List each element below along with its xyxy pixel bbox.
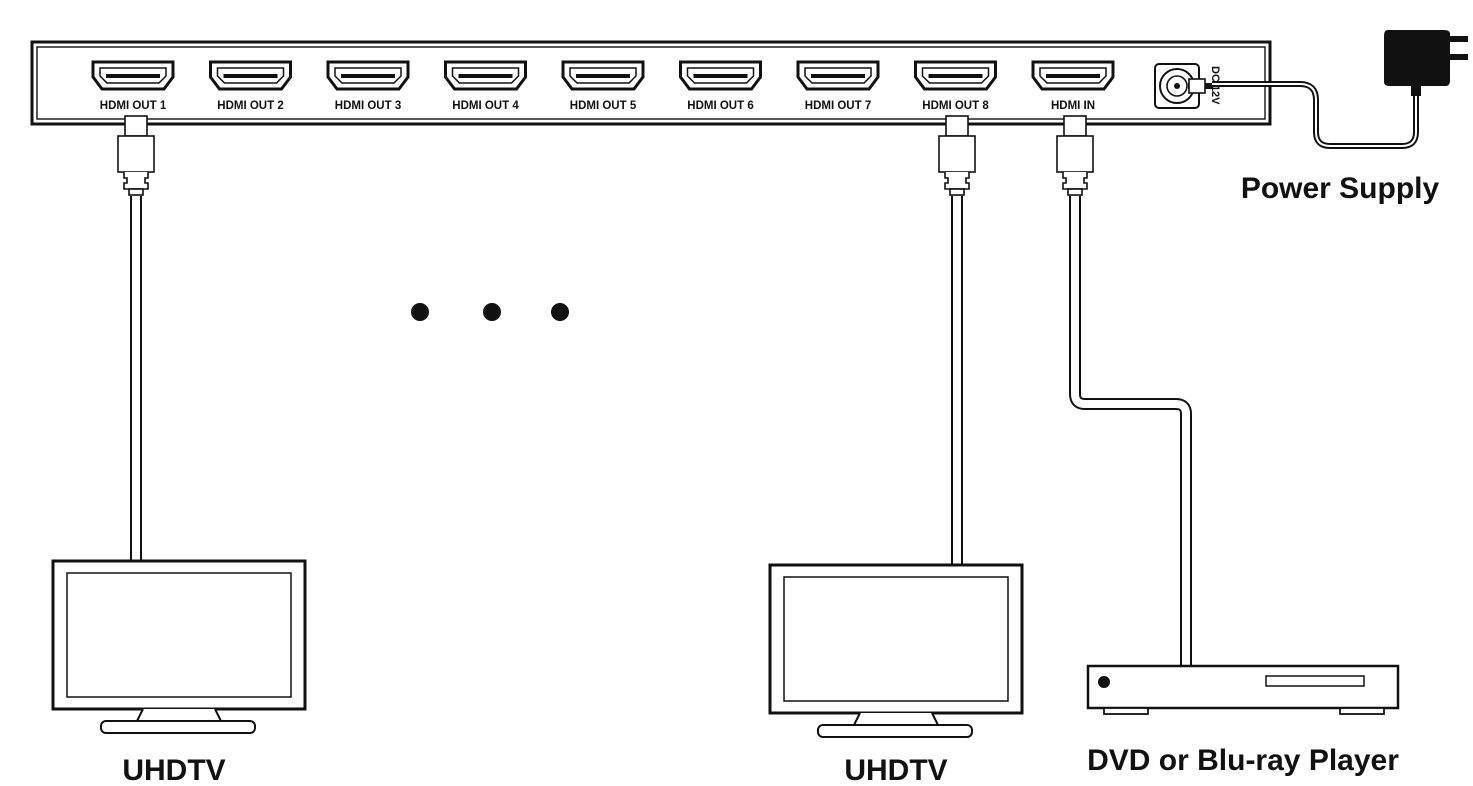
ellipsis-icon xyxy=(411,303,569,321)
port-label: HDMI OUT 7 xyxy=(805,100,871,112)
hdmi-port-icon xyxy=(914,60,997,91)
port-label: HDMI OUT 5 xyxy=(570,100,637,112)
hdmi-port-icon xyxy=(679,60,762,91)
port-label: HDMI OUT 1 xyxy=(100,100,167,112)
hdmi-plug-icon xyxy=(117,115,155,196)
hdmi-port-icon xyxy=(209,60,292,91)
hdmi-cables xyxy=(130,196,1192,666)
port-label: HDMI OUT 6 xyxy=(687,100,753,112)
disc-player-icon xyxy=(1086,664,1400,715)
port-label: HDMI IN xyxy=(1051,100,1095,112)
tv-left-label: UHDTV xyxy=(122,754,225,786)
hdmi-port-icon xyxy=(326,60,410,91)
hdmi-port-icon xyxy=(561,60,645,91)
port-label: HDMI OUT 2 xyxy=(217,100,283,112)
port-label: HDMI OUT 8 xyxy=(922,100,989,112)
tv-right-label: UHDTV xyxy=(844,754,947,786)
hdmi-port-icon xyxy=(796,60,880,91)
port-label: HDMI OUT 3 xyxy=(335,100,401,112)
hdmi-port-icon xyxy=(444,60,527,91)
hdmi-port-icon xyxy=(1031,60,1115,91)
power-cable xyxy=(1188,78,1419,149)
hdmi-plug-icon xyxy=(1056,115,1094,196)
power-supply-label: Power Supply xyxy=(1241,172,1440,205)
dc-jack-icon xyxy=(1154,63,1200,109)
player-label: DVD or Blu-ray Player xyxy=(1087,744,1399,777)
tv-icon xyxy=(768,563,1024,739)
port-row: HDMI OUT 1 HDMI OUT 2 HDMI OUT 3 HDMI OUT 4… xyxy=(91,60,1115,112)
hdmi-port-icon xyxy=(91,60,175,91)
tv-icon xyxy=(51,559,307,735)
port-label: HDMI OUT 4 xyxy=(452,100,519,112)
power-adapter-icon xyxy=(1384,30,1468,96)
hdmi-plug-icon xyxy=(938,115,976,196)
